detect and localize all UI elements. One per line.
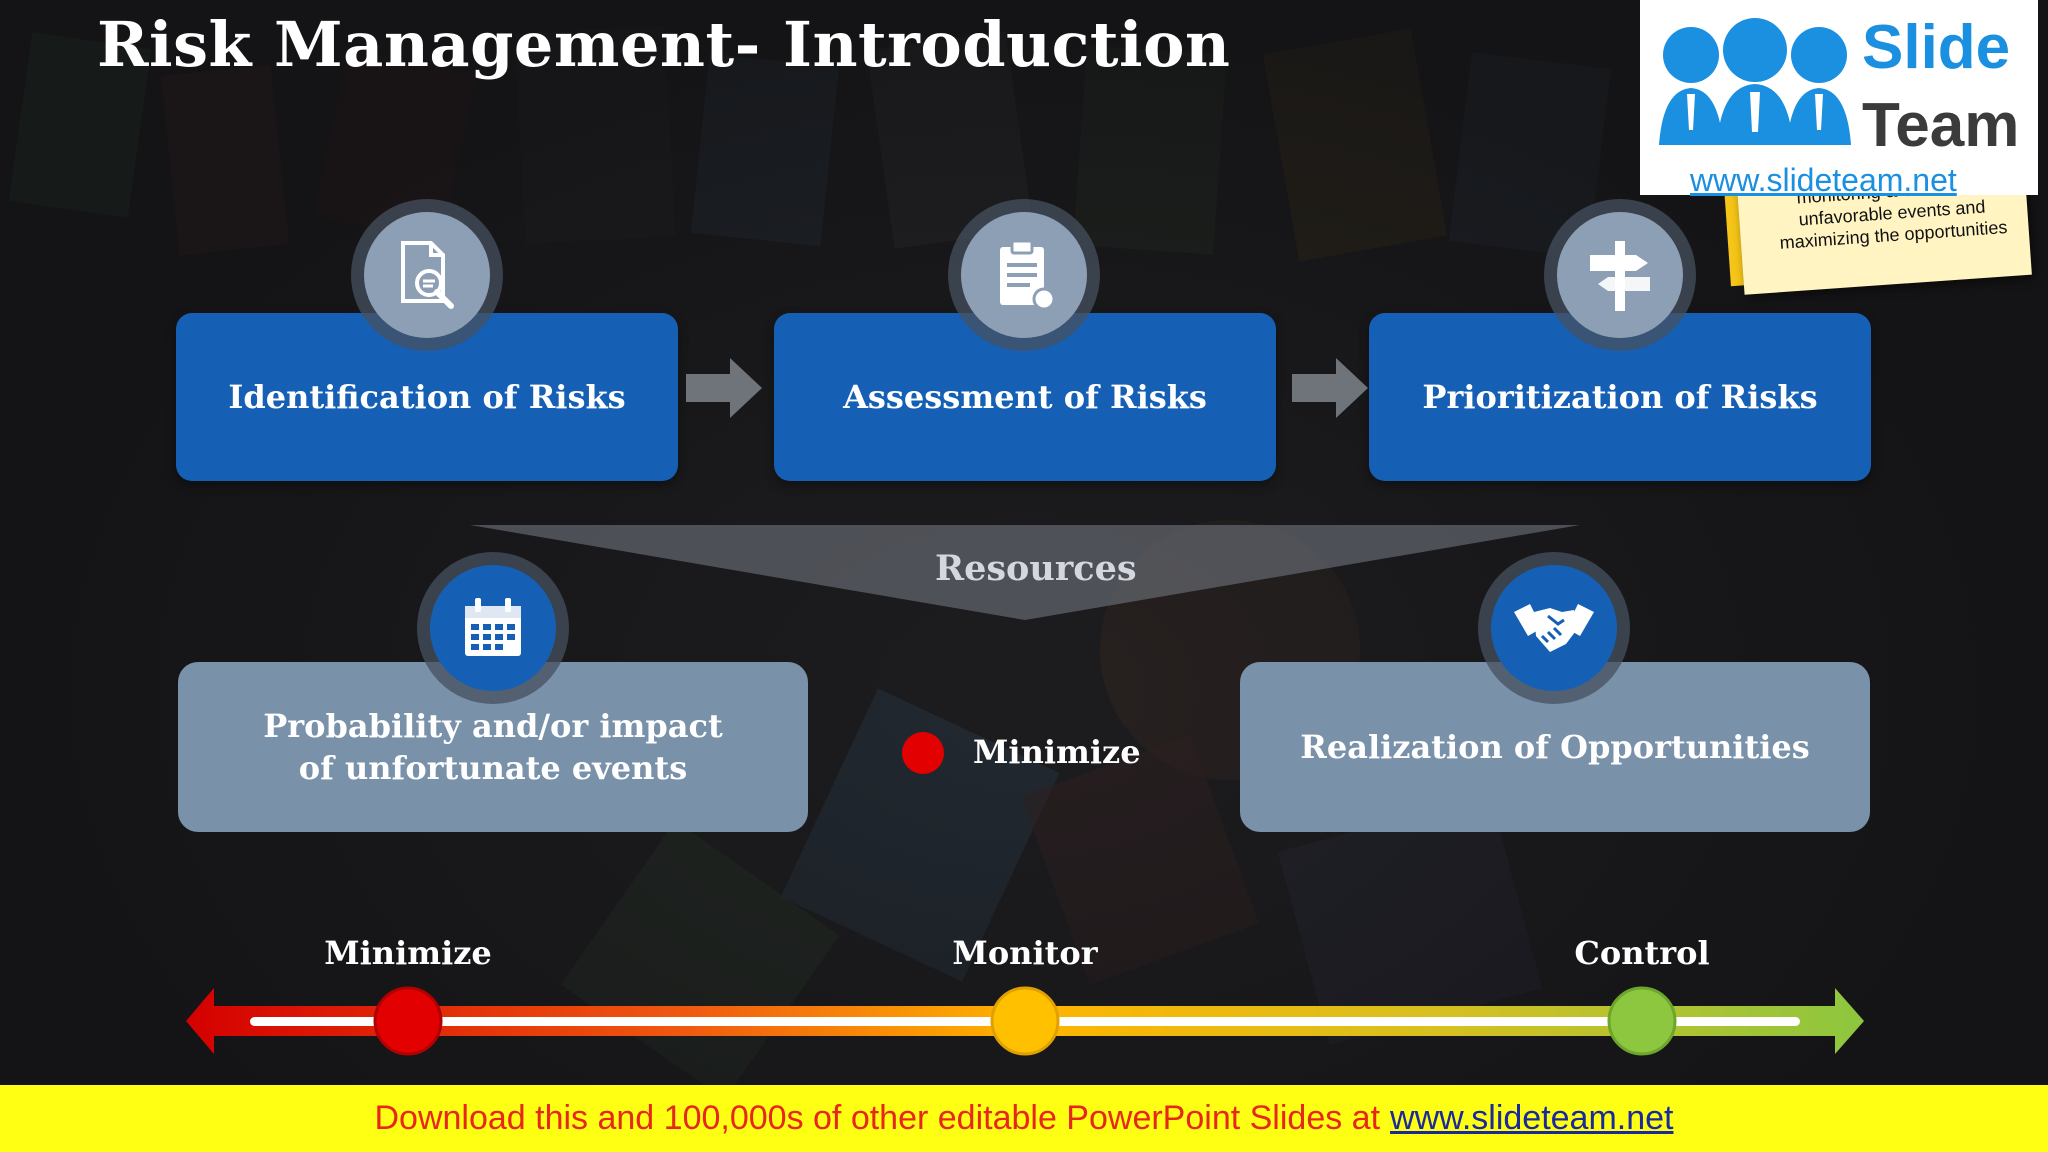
- scale-marker-monitor: [990, 986, 1060, 1056]
- signpost-icon: [1590, 241, 1650, 311]
- flow-arrow-icon: [1292, 358, 1368, 418]
- outcome-icon-ring: [1478, 552, 1630, 704]
- risk-scale-bar: [186, 986, 1864, 1056]
- scale-marker-minimize: [373, 986, 443, 1056]
- handshake-icon: [1514, 604, 1594, 652]
- resources-funnel-shape: [470, 525, 1580, 620]
- logo-url-link[interactable]: www.slideteam.net: [1690, 162, 1957, 198]
- step-icon-ring: [948, 199, 1100, 351]
- footer-url-link[interactable]: www.slideteam.net: [1390, 1099, 1674, 1137]
- step-icon-ring: [1544, 199, 1696, 351]
- scale-marker-control: [1607, 986, 1677, 1056]
- resources-label: Resources: [935, 548, 1137, 589]
- scale-label-minimize: Minimize: [324, 934, 492, 972]
- step-prioritization: Prioritization of Risks: [1369, 313, 1871, 481]
- clipboard-icon: [1000, 239, 1056, 311]
- scale-label-monitor: Monitor: [952, 934, 1098, 972]
- flow-arrow-icon: [686, 358, 762, 418]
- legend-label: Minimize: [973, 733, 1141, 771]
- logo-slide-word: Slide: [1862, 13, 2011, 82]
- slide-title: Risk Management- Introduction: [97, 8, 1231, 81]
- legend-dot: [902, 732, 944, 774]
- calendar-icon: [465, 598, 521, 656]
- scale-label-control: Control: [1574, 934, 1710, 972]
- outcome-probability-label: Probability and/or impact of unfortunate…: [263, 707, 723, 787]
- people-logo-icon: [1659, 18, 1851, 145]
- logo-team-word: Team: [1862, 91, 2020, 160]
- step-icon-ring: [351, 199, 503, 351]
- footer-banner: Download this and 100,000s of other edit…: [0, 1085, 2048, 1152]
- document-search-icon: [401, 241, 454, 309]
- outcome-icon-ring: [417, 552, 569, 704]
- outcome-opportunities-label: Realization of Opportunities: [1300, 728, 1810, 766]
- footer-text: Download this and 100,000s of other edit…: [374, 1099, 1381, 1137]
